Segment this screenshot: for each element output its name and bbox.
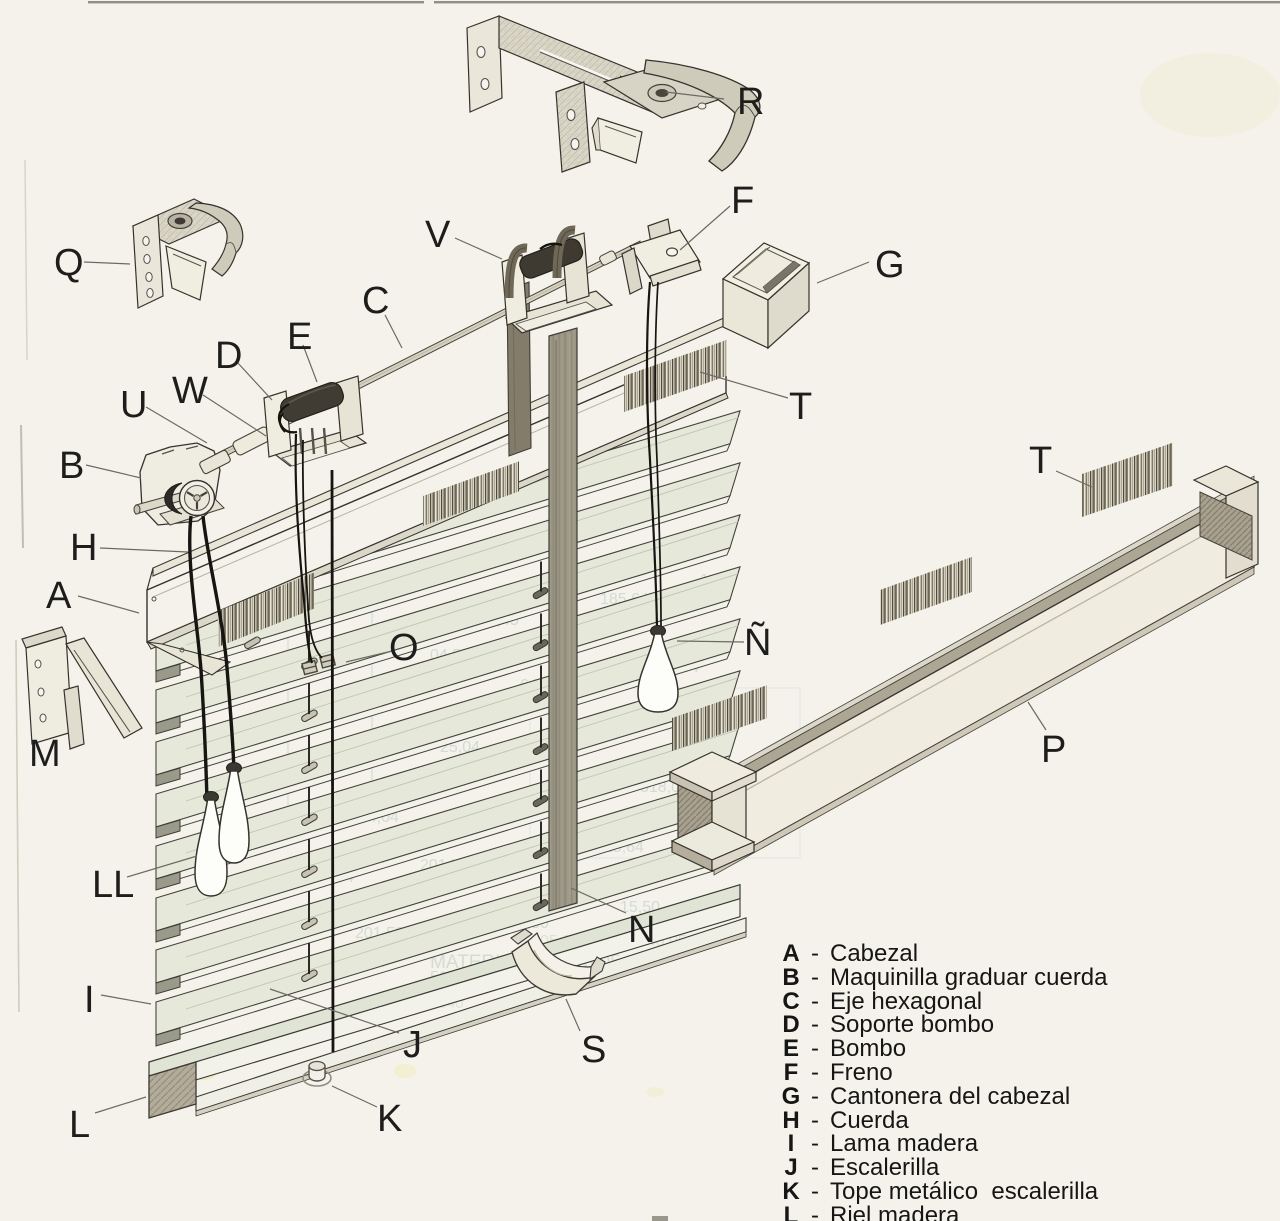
svg-text:-: - [811,1178,819,1205]
svg-text:-: - [811,964,819,991]
svg-text:L: L [784,1202,799,1221]
svg-text:E: E [287,316,312,358]
svg-text:C: C [362,280,389,322]
svg-text:-: - [811,1154,819,1181]
svg-text:J: J [784,1154,797,1181]
svg-text:D: D [782,1011,799,1038]
svg-text:V: V [425,214,451,256]
svg-text:Eje hexagonal: Eje hexagonal [830,988,982,1015]
svg-text:A: A [46,575,72,617]
svg-text:-: - [811,1035,819,1062]
svg-text:J: J [403,1024,422,1066]
svg-text:-: - [811,1059,819,1086]
svg-text:L: L [69,1104,90,1146]
svg-text:Lama madera: Lama madera [830,1130,979,1157]
svg-text:K: K [782,1178,800,1205]
svg-text:-: - [811,1130,819,1157]
svg-text:Tope metálico escalerilla: Tope metálico escalerilla [830,1178,1099,1205]
svg-text:U: U [120,384,147,426]
svg-text:T: T [1029,440,1052,482]
svg-text:I: I [788,1130,795,1157]
svg-text:B: B [59,445,84,487]
svg-text:F: F [784,1059,799,1086]
svg-text:Freno: Freno [830,1059,893,1086]
svg-text:R: R [737,81,764,123]
svg-text:K: K [377,1098,402,1140]
svg-text:Cabezal: Cabezal [830,940,918,967]
svg-text:Escalerilla: Escalerilla [830,1154,940,1181]
svg-text:Ñ: Ñ [744,621,771,664]
svg-text:-: - [811,1107,819,1134]
svg-text:O: O [389,627,419,669]
svg-text:E: E [783,1035,799,1062]
svg-text:T: T [789,386,812,428]
svg-text:Q: Q [54,242,84,284]
svg-text:Soporte bombo: Soporte bombo [830,1011,994,1038]
svg-text:W: W [172,370,208,412]
svg-text:-: - [811,940,819,967]
svg-text:Cantonera del cabezal: Cantonera del cabezal [830,1083,1070,1110]
svg-text:H: H [782,1107,799,1134]
svg-text:D: D [215,335,242,377]
svg-text:N: N [628,909,655,951]
svg-text:Maquinilla graduar cuerda: Maquinilla graduar cuerda [830,964,1108,991]
svg-text:G: G [782,1083,801,1110]
svg-text:Riel madera: Riel madera [830,1202,960,1221]
svg-text:LL: LL [92,864,134,906]
svg-text:M: M [29,733,61,775]
svg-text:I: I [84,979,95,1021]
svg-text:B: B [782,964,799,991]
svg-text:A: A [782,940,799,967]
svg-text:-: - [811,988,819,1015]
svg-text:C: C [782,988,799,1015]
svg-text:Cuerda: Cuerda [830,1107,909,1134]
svg-text:-: - [811,1011,819,1038]
svg-text:G: G [875,244,905,286]
svg-text:-: - [811,1202,819,1221]
svg-text:P: P [1041,729,1066,771]
svg-text:Bombo: Bombo [830,1035,906,1062]
svg-text:H: H [70,527,97,569]
svg-text:-: - [811,1083,819,1110]
svg-text:S: S [581,1029,606,1071]
svg-text:F: F [731,180,754,222]
